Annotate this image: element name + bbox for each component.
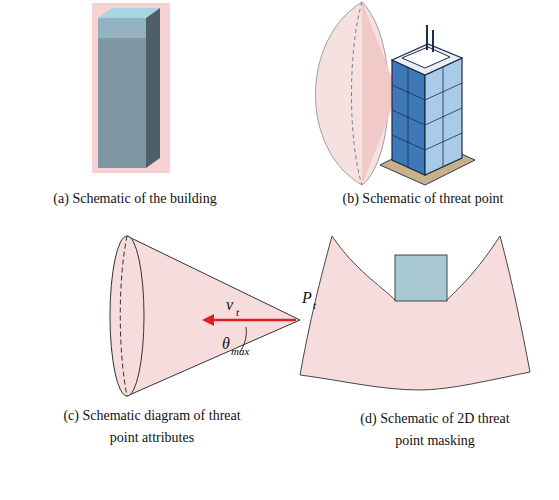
velocity-symbol: v: [226, 297, 233, 313]
tower-illustration: [380, 25, 475, 185]
threat-cone: [110, 236, 300, 396]
point-symbol: P: [302, 290, 312, 306]
point-subscript: t: [313, 300, 316, 311]
threat-region: [316, 2, 396, 185]
building-box: [92, 3, 170, 173]
angle-symbol: θ: [222, 336, 230, 352]
caption: (a) Schematic of the building: [30, 188, 240, 210]
caption: (d) Schematic of 2D threat point masking: [345, 408, 525, 452]
angle-subscript: max: [231, 346, 249, 357]
velocity-subscript: t: [236, 307, 239, 318]
caption: (b) Schematic of threat point: [318, 188, 528, 210]
direction-arrow: [202, 314, 296, 326]
mask-region: [300, 236, 530, 390]
caption: (c) Schematic diagram of threat point at…: [62, 405, 242, 449]
